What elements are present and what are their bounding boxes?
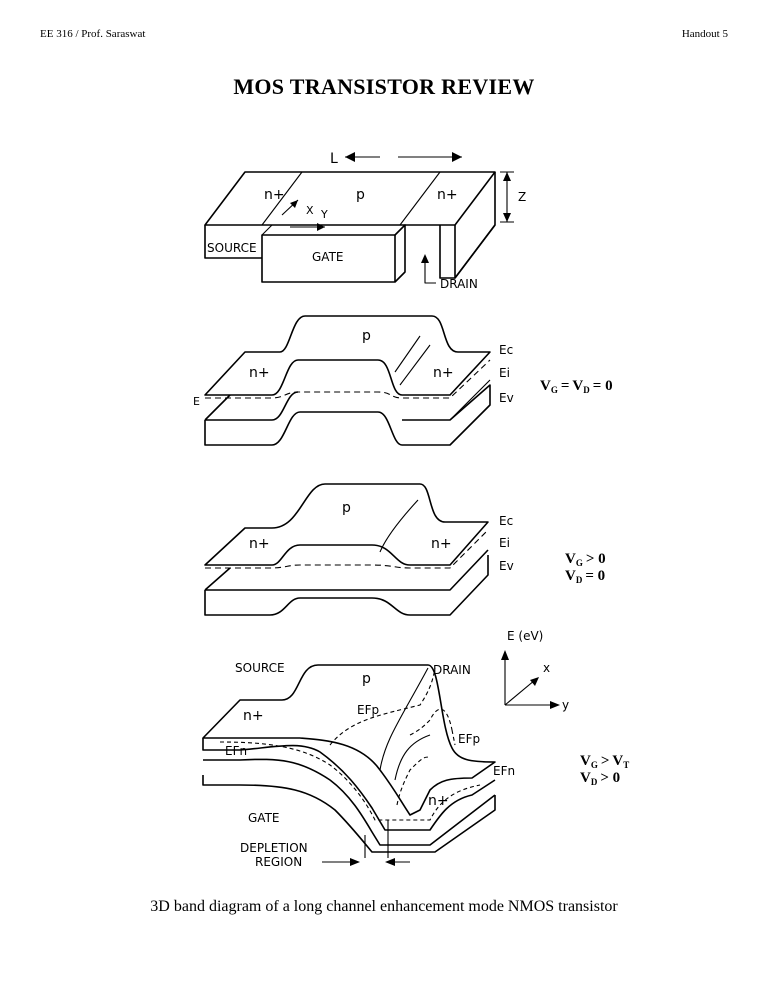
- p3-y-axis: y: [562, 698, 569, 712]
- p1-drain-label: n+: [433, 365, 454, 381]
- p1-channel-label: p: [362, 328, 371, 344]
- p1-stray-label: E: [193, 395, 200, 408]
- p1-condition: VG=VD= 0: [540, 378, 613, 395]
- figure-caption: 3D band diagram of a long channel enhanc…: [150, 898, 618, 915]
- drain-doping-label: n+: [437, 187, 458, 203]
- p3-energy-axis: E (eV): [507, 629, 543, 643]
- p1-ev-label: Ev: [499, 391, 514, 405]
- gate-label: GATE: [312, 250, 344, 264]
- p2-channel-label: p: [342, 500, 351, 516]
- source-doping-label: n+: [264, 187, 285, 203]
- page-title: MOS TRANSISTOR REVIEW: [233, 74, 535, 99]
- p1-ec-label: Ec: [499, 343, 513, 357]
- p3-channel-label: p: [362, 671, 371, 687]
- band-diagram-saturation: [202, 650, 560, 866]
- p2-condition-gate: VG> 0: [565, 551, 606, 568]
- y-axis-label: Y: [320, 208, 328, 221]
- p3-drain-doping: n+: [428, 793, 449, 809]
- p2-drain-label: n+: [431, 536, 452, 552]
- p3-source-doping: n+: [243, 708, 264, 724]
- band-diagram-equilibrium: [204, 315, 491, 446]
- p3-source-label: SOURCE: [235, 661, 285, 675]
- header-course: EE 316 / Prof. Saraswat: [40, 28, 146, 40]
- p2-ev-label: Ev: [499, 559, 514, 573]
- p2-ei-label: Ei: [499, 536, 510, 550]
- p2-ec-label: Ec: [499, 514, 513, 528]
- p3-condition-gate: VG>VT: [580, 753, 629, 770]
- device-block: [204, 152, 514, 284]
- p3-efp-right-label: EFp: [458, 732, 480, 746]
- p3-efn-label: EFn: [225, 744, 247, 758]
- length-label: L: [330, 151, 338, 167]
- p3-efn-right-label: EFn: [493, 764, 515, 778]
- channel-doping-label: p: [356, 187, 365, 203]
- width-label: Z: [518, 190, 526, 204]
- p3-condition-drain: VD> 0: [580, 770, 620, 787]
- source-label: SOURCE: [207, 241, 257, 255]
- p1-ei-label: Ei: [499, 366, 510, 380]
- p3-gate-label: GATE: [248, 811, 280, 825]
- header-handout: Handout 5: [681, 28, 728, 40]
- p3-efp-label: EFp: [357, 703, 379, 717]
- p2-source-label: n+: [249, 536, 270, 552]
- x-axis-label: X: [306, 204, 314, 217]
- p3-x-axis: x: [543, 661, 550, 675]
- p3-drain-label: DRAIN: [433, 663, 471, 677]
- drain-label: DRAIN: [440, 277, 478, 291]
- p1-source-label: n+: [249, 365, 270, 381]
- p3-depletion-label-1: DEPLETION: [240, 841, 308, 855]
- band-diagram-gate-bias: [204, 483, 489, 616]
- p2-condition-drain: VD= 0: [565, 568, 605, 585]
- p3-depletion-label-2: REGION: [255, 855, 302, 869]
